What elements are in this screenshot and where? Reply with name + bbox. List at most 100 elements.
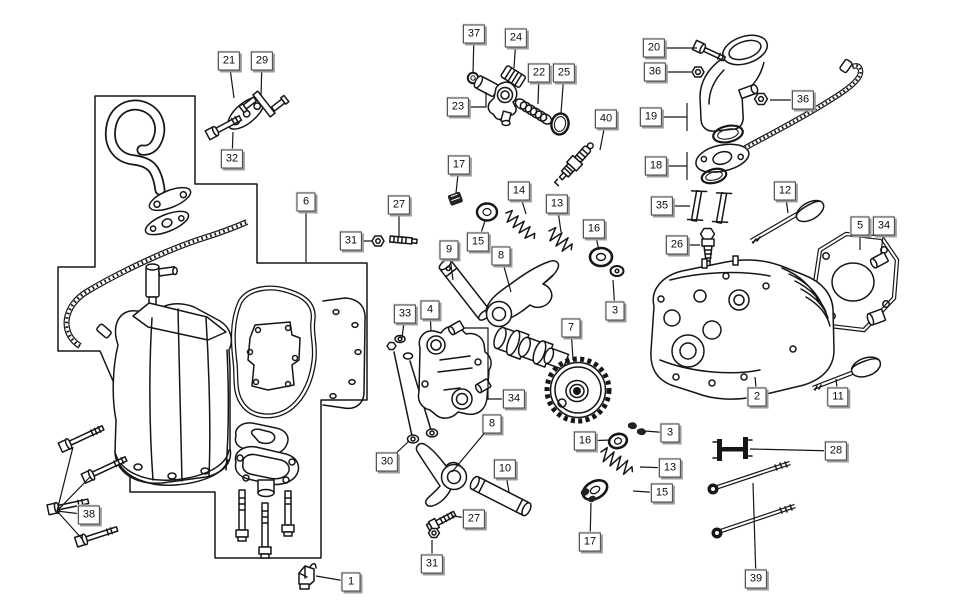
part-studs-35 [686, 189, 733, 224]
callout-20[interactable]: 20 [642, 38, 666, 58]
part-bolt-32 [204, 115, 243, 141]
o-ring-18b [700, 167, 728, 185]
callout-21[interactable]: 21 [217, 51, 241, 71]
callout-12[interactable]: 12 [773, 181, 797, 201]
part-stud-29 [238, 90, 290, 118]
callout-25[interactable]: 25 [552, 63, 576, 83]
gasket-18 [695, 143, 750, 173]
stem-seal-17 [447, 191, 463, 206]
callout-2[interactable]: 2 [747, 387, 767, 407]
callout-4[interactable]: 4 [420, 300, 440, 320]
hose-end-piece [96, 323, 112, 339]
washer-3 [609, 265, 625, 277]
callout-27[interactable]: 27 [387, 195, 411, 215]
callout-14[interactable]: 14 [507, 181, 531, 201]
nut-36-right [753, 92, 769, 106]
retainer-16b [607, 432, 629, 450]
part-spark-plug-40 [553, 142, 594, 187]
callout-8[interactable]: 8 [482, 414, 502, 434]
part-filler-cover [234, 445, 300, 498]
part-dowels-34-cam [447, 320, 492, 394]
breather-gasket [144, 210, 190, 236]
callout-35[interactable]: 35 [650, 196, 674, 216]
callout-31[interactable]: 31 [339, 231, 363, 251]
callout-38[interactable]: 38 [77, 505, 101, 525]
callout-16[interactable]: 16 [573, 431, 597, 451]
part-adjuster-27-upper [388, 235, 418, 245]
part-valve-intake-12 [749, 199, 825, 244]
part-valvetrain-lower [580, 422, 646, 503]
part-rods-30-33 [386, 334, 439, 444]
part-valve-cover [112, 302, 232, 487]
part-adjuster-27-lower [425, 510, 457, 532]
callout-5[interactable]: 5 [850, 216, 870, 236]
part-breather-elbow [104, 99, 192, 236]
callout-18[interactable]: 18 [644, 156, 668, 176]
spring-14 [505, 209, 536, 240]
spring-13 [548, 226, 573, 252]
callout-11[interactable]: 11 [827, 387, 849, 407]
part-cover-gasket [230, 285, 317, 419]
leader-line-39 [752, 482, 757, 580]
callout-15[interactable]: 15 [466, 232, 490, 252]
part-sensor-26 [699, 227, 716, 267]
part-camshaft-7 [493, 326, 612, 424]
collets-3b [628, 422, 646, 436]
o-ring-25 [550, 112, 570, 136]
callout-17[interactable]: 17 [578, 532, 602, 552]
callout-37[interactable]: 37 [462, 24, 486, 44]
callout-15[interactable]: 15 [650, 483, 674, 503]
part-manifold [691, 34, 769, 185]
callout-3[interactable]: 3 [605, 301, 625, 321]
callout-40[interactable]: 40 [594, 109, 618, 129]
callout-33[interactable]: 33 [393, 304, 417, 324]
leader-line-28 [749, 448, 837, 452]
part-valve-exhaust-11 [812, 356, 882, 391]
leader-bracket-line [56, 476, 91, 512]
callout-6[interactable]: 6 [296, 192, 316, 212]
part-rocker-arm-8-upper [485, 260, 560, 328]
leader-bracket-line [56, 510, 84, 541]
callout-27[interactable]: 27 [462, 509, 486, 529]
callout-30[interactable]: 30 [375, 452, 399, 472]
callout-23[interactable]: 23 [446, 97, 470, 117]
part-nut-31-upper [371, 235, 385, 247]
part-nut-31-lower [427, 527, 441, 539]
part-rocker-arm-8-lower [415, 442, 468, 507]
callout-36[interactable]: 36 [643, 62, 667, 82]
callout-10[interactable]: 10 [493, 459, 517, 479]
part-bolts-39 [707, 460, 796, 539]
spring-seat-15 [475, 202, 499, 222]
callout-1[interactable]: 1 [341, 572, 361, 592]
callout-7[interactable]: 7 [561, 318, 581, 338]
callout-17[interactable]: 17 [447, 155, 471, 175]
spring-13b [600, 446, 634, 476]
callout-36[interactable]: 36 [791, 90, 815, 110]
nut-36-left [691, 66, 705, 78]
callout-26[interactable]: 26 [665, 235, 689, 255]
part-tensioner-23 [466, 65, 570, 136]
callout-22[interactable]: 22 [527, 63, 551, 83]
callout-29[interactable]: 29 [250, 51, 274, 71]
part-cover-bolts [235, 489, 295, 559]
callout-8[interactable]: 8 [491, 246, 511, 266]
callout-19[interactable]: 19 [639, 107, 663, 127]
callout-34[interactable]: 34 [502, 389, 526, 409]
part-rocker-shaft-10 [469, 475, 532, 517]
stem-seal-17b [580, 488, 596, 503]
callout-24[interactable]: 24 [504, 28, 528, 48]
callout-16[interactable]: 16 [582, 219, 606, 239]
callout-39[interactable]: 39 [744, 569, 768, 589]
callout-13[interactable]: 13 [658, 458, 682, 478]
callout-28[interactable]: 28 [824, 441, 848, 461]
callout-32[interactable]: 32 [220, 149, 244, 169]
o-ring-19 [712, 124, 744, 144]
callout-3[interactable]: 3 [660, 423, 680, 443]
part-mount-bolts-38 [46, 425, 128, 548]
part-dowels-34 [866, 251, 889, 326]
callout-31[interactable]: 31 [420, 554, 444, 574]
callout-34[interactable]: 34 [872, 216, 896, 236]
callout-9[interactable]: 9 [439, 240, 459, 260]
callout-13[interactable]: 13 [545, 194, 569, 214]
